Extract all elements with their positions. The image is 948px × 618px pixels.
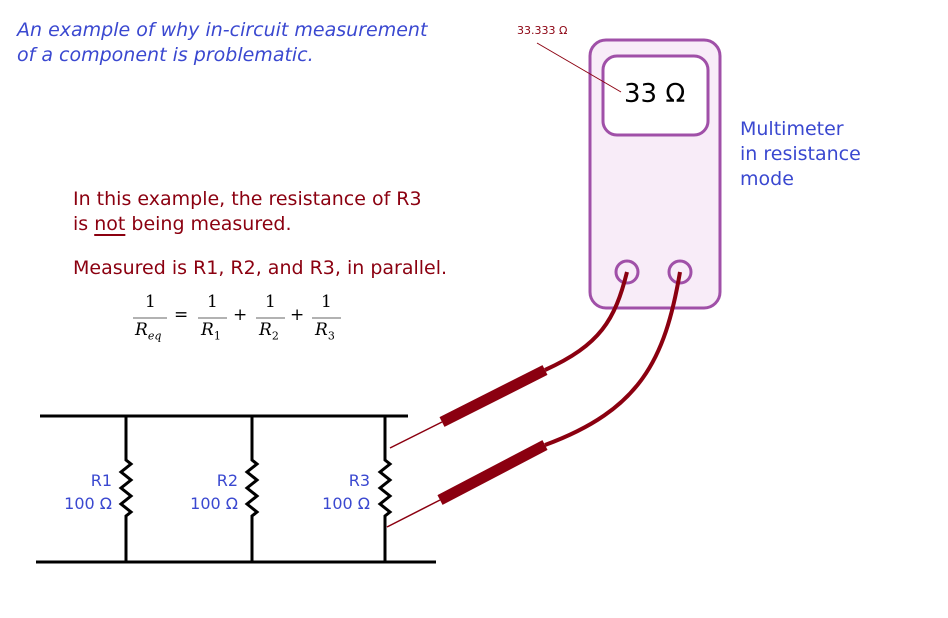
resistor-r1 <box>118 416 134 562</box>
probe-1 <box>439 365 548 427</box>
meter-reading: 33 Ω <box>624 79 686 109</box>
exact-value-label: 33.333 Ω <box>517 24 568 37</box>
probe-wire-2 <box>544 271 682 447</box>
probe-tip-1 <box>389 421 443 449</box>
terminal-com <box>614 259 640 285</box>
probe-2 <box>437 440 548 505</box>
resistor-r2 <box>244 416 260 562</box>
diagram-title: An example of why in-circuit measurement… <box>17 19 428 66</box>
leader-line <box>536 42 622 93</box>
parallel-note: Measured is R1, R2, and R3, in parallel. <box>73 257 448 279</box>
multimeter-display <box>601 54 710 137</box>
probe-tip-2 <box>386 499 441 528</box>
resistor-r3 <box>377 416 393 562</box>
probe-wire-1 <box>544 271 629 372</box>
